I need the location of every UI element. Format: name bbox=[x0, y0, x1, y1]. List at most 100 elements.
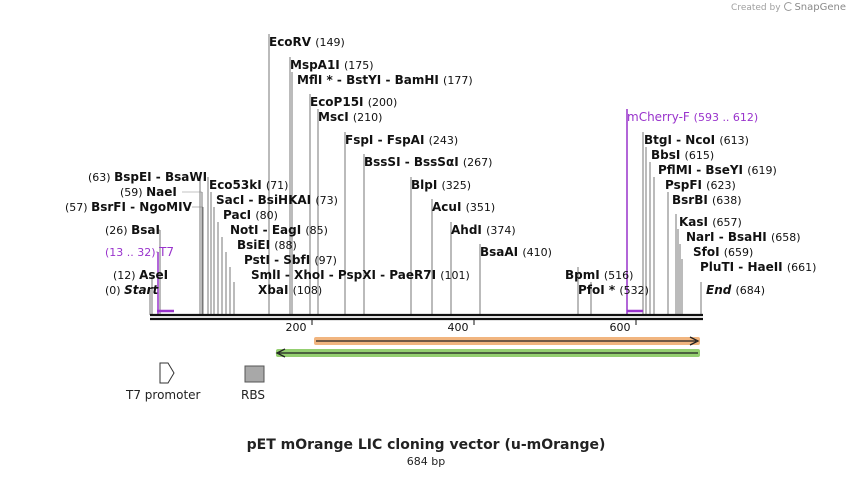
site-position: (108) bbox=[293, 284, 323, 297]
site-label-asei: (12) AseI bbox=[113, 268, 168, 282]
site-label-saci-bsihkai: SacI - BsiHKAI (73) bbox=[216, 193, 338, 207]
site-name: SacI - BsiHKAI bbox=[216, 193, 315, 207]
site-label-pflmi-bseyi: PflMI - BseYI (619) bbox=[658, 163, 777, 177]
orange-feature-arrowhead bbox=[689, 336, 700, 346]
site-name: NarI - BsaHI bbox=[686, 230, 771, 244]
site-name: EcoP15I bbox=[310, 95, 368, 109]
site-name: BsiEI bbox=[237, 238, 274, 252]
site-label-bspei-bsawi: (63) BspEI - BsaWI bbox=[88, 170, 207, 184]
site-name: BtgI - NcoI bbox=[644, 133, 719, 147]
site-name: PstI - SbfI bbox=[244, 253, 314, 267]
site-position: (532) bbox=[619, 284, 649, 297]
site-label-acui: AcuI (351) bbox=[432, 200, 495, 214]
site-position: (659) bbox=[724, 246, 754, 259]
site-label-nari-bsahi: NarI - BsaHI (658) bbox=[686, 230, 801, 244]
site-label-bsaai: BsaAI (410) bbox=[480, 245, 552, 259]
site-name: PacI bbox=[223, 208, 255, 222]
site-label-xbai: XbaI (108) bbox=[258, 283, 322, 297]
site-position: (177) bbox=[443, 74, 473, 87]
site-name: BsaI bbox=[131, 223, 160, 237]
site-position: (210) bbox=[353, 111, 383, 124]
site-position: (351) bbox=[466, 201, 496, 214]
site-label-ecop15i: EcoP15I (200) bbox=[310, 95, 397, 109]
site-label-mcherry-f: mCherry-F (593 .. 612) bbox=[627, 110, 758, 124]
site-position: (638) bbox=[712, 194, 742, 207]
site-label-t7: (13 .. 32) T7 bbox=[105, 245, 174, 259]
site-name: KasI bbox=[679, 215, 712, 229]
site-position: (12) bbox=[113, 269, 139, 282]
site-position: (149) bbox=[315, 36, 345, 49]
site-label-sfoi: SfoI (659) bbox=[693, 245, 753, 259]
site-label-kasi: KasI (657) bbox=[679, 215, 742, 229]
site-position: (615) bbox=[685, 149, 715, 162]
green-feature-arrowhead bbox=[275, 348, 286, 358]
site-label-bsssi-bsss-i: BssSI - BssSαI (267) bbox=[364, 155, 492, 169]
site-label-bsrbi: BsrBI (638) bbox=[672, 193, 742, 207]
site-position: (684) bbox=[736, 284, 766, 297]
site-name: XbaI bbox=[258, 283, 293, 297]
site-position: (57) bbox=[65, 201, 91, 214]
site-label-smli-xhoi-pspxi-paer7i: SmlI - XhoI - PspXI - PaeR7I (101) bbox=[251, 268, 470, 282]
site-name: mCherry-F bbox=[627, 110, 694, 124]
site-label-msci: MscI (210) bbox=[318, 110, 382, 124]
credit-prefix: Created by bbox=[731, 3, 781, 13]
site-position: (325) bbox=[442, 179, 472, 192]
site-name: BsrBI bbox=[672, 193, 712, 207]
site-name: SmlI - XhoI - PspXI - PaeR7I bbox=[251, 268, 440, 282]
site-position: (410) bbox=[522, 246, 552, 259]
snapgene-credit: Created by SnapGene bbox=[731, 2, 846, 13]
site-label-start: (0) Start bbox=[105, 283, 159, 297]
site-label-bsrfi-ngomiv: (57) BsrFI - NgoMIV bbox=[65, 200, 193, 214]
credit-brand: SnapGene bbox=[794, 2, 846, 13]
site-label-psti-sbfi: PstI - SbfI (97) bbox=[244, 253, 337, 267]
site-label-bpmi: BpmI (516) bbox=[565, 268, 633, 282]
tick-label-200: 200 bbox=[286, 321, 307, 334]
site-name: BbsI bbox=[651, 148, 685, 162]
site-name: PflMI - BseYI bbox=[658, 163, 747, 177]
site-label-bbsi: BbsI (615) bbox=[651, 148, 714, 162]
site-name: AcuI bbox=[432, 200, 466, 214]
site-label-mspa1i: MspA1I (175) bbox=[290, 58, 374, 72]
site-label-ahdi: AhdI (374) bbox=[451, 223, 516, 237]
site-position: (175) bbox=[344, 59, 374, 72]
site-position: (613) bbox=[719, 134, 749, 147]
site-position: (26) bbox=[105, 224, 131, 237]
site-position: (623) bbox=[706, 179, 736, 192]
legend-promoter-label: T7 promoter bbox=[126, 388, 201, 402]
site-name: BpmI bbox=[565, 268, 604, 282]
site-position: (80) bbox=[255, 209, 278, 222]
site-position: (593 .. 612) bbox=[694, 111, 759, 124]
map-title: pET mOrange LIC cloning vector (u-mOrang… bbox=[246, 437, 606, 453]
sequence-length: 684 bp bbox=[406, 455, 446, 468]
rbs-box-icon bbox=[244, 365, 265, 383]
site-position: (73) bbox=[315, 194, 338, 207]
site-position: (101) bbox=[440, 269, 470, 282]
site-name: MscI bbox=[318, 110, 353, 124]
site-name: BsrFI - NgoMIV bbox=[91, 200, 192, 214]
site-name: NaeI bbox=[146, 185, 177, 199]
site-name: PfoI * bbox=[578, 283, 619, 297]
site-name: EcoRV bbox=[269, 35, 315, 49]
site-position: (657) bbox=[712, 216, 742, 229]
site-position: (658) bbox=[771, 231, 801, 244]
site-name: BspEI - BsaWI bbox=[114, 170, 207, 184]
site-position: (63) bbox=[88, 171, 114, 184]
site-name: T7 bbox=[158, 245, 174, 259]
site-label-end: End (684) bbox=[706, 283, 765, 297]
site-name: PspFI bbox=[665, 178, 706, 192]
site-label-mfli-bstyi-bamhi: MflI * - BstYI - BamHI (177) bbox=[297, 73, 473, 87]
site-name: BssSI - BssSαI bbox=[364, 155, 463, 169]
tick-label-600: 600 bbox=[610, 321, 631, 334]
site-label-bsai: (26) BsaI bbox=[105, 223, 160, 237]
site-name: SfoI bbox=[693, 245, 724, 259]
site-label-blpi: BlpI (325) bbox=[411, 178, 471, 192]
site-position: (0) bbox=[105, 284, 124, 297]
site-name: MflI * - BstYI - BamHI bbox=[297, 73, 443, 87]
site-name: AseI bbox=[139, 268, 168, 282]
site-position: (374) bbox=[486, 224, 516, 237]
site-label-naei: (59) NaeI bbox=[120, 185, 177, 199]
site-position: (516) bbox=[604, 269, 634, 282]
site-position: (13 .. 32) bbox=[105, 246, 159, 259]
site-position: (71) bbox=[266, 179, 289, 192]
